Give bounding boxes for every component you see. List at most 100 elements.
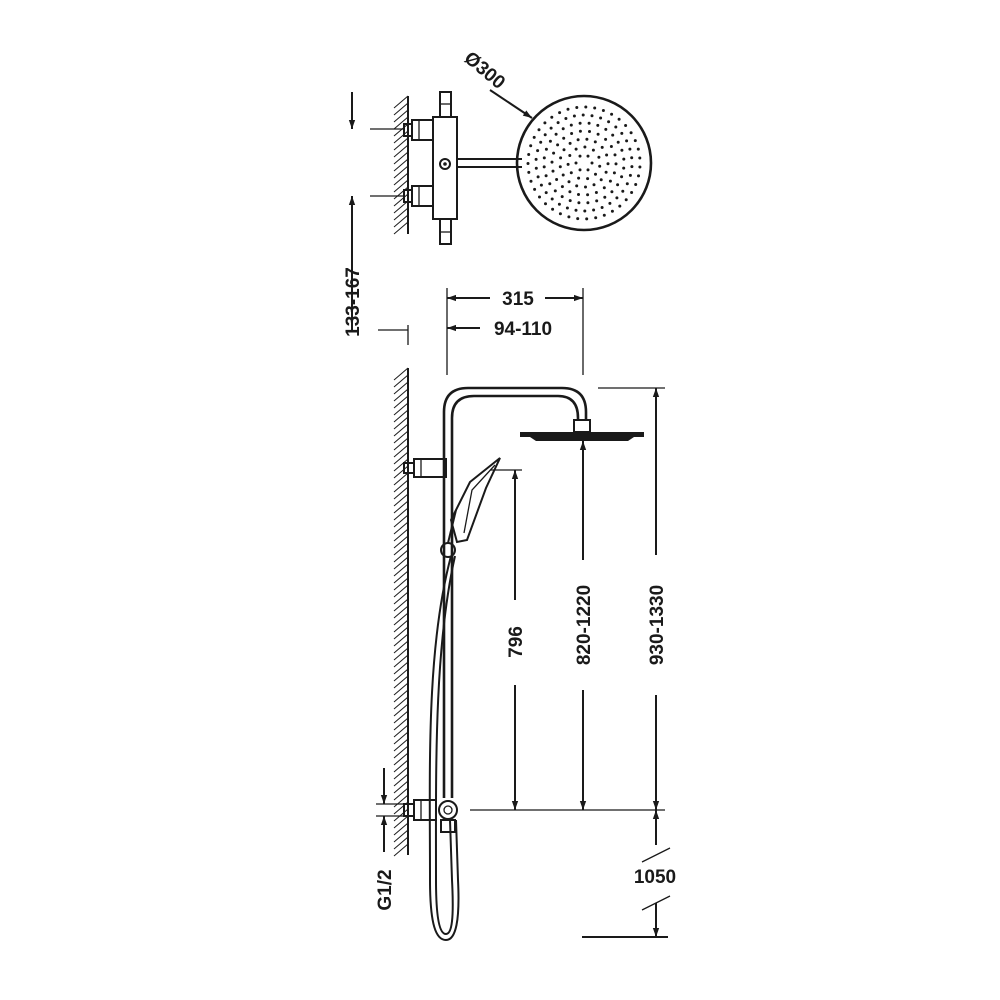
head-shower-top-view <box>515 94 653 232</box>
wall-hatch-line <box>393 165 409 179</box>
nozzle-dot <box>527 153 531 156</box>
nozzle-dot <box>560 185 564 189</box>
nozzle-dot <box>634 183 638 186</box>
nozzle-dot <box>560 195 564 199</box>
nozzle-dot <box>577 193 580 196</box>
nozzle-dot <box>533 187 537 191</box>
nozzle-dot <box>590 114 594 118</box>
nozzle-dot <box>581 113 585 117</box>
nozzle-dot <box>562 136 566 140</box>
wall-hatch-line <box>393 647 409 661</box>
nozzle-dot <box>622 166 626 170</box>
nozzle-dot <box>599 116 603 120</box>
nozzle-dot <box>527 170 531 174</box>
wall-hatch-line <box>393 570 409 584</box>
nozzle-dot <box>544 191 548 195</box>
wall-hatch-line <box>393 214 409 228</box>
wall-hatch-line <box>393 815 409 829</box>
nozzle-dot <box>542 165 546 169</box>
nozzle-dot <box>559 156 563 160</box>
nozzle-dot <box>598 164 602 168</box>
wall-hatch-line <box>393 423 409 437</box>
wall-hatch-line <box>393 843 409 857</box>
arm-reach-dimension: 315 94-110 <box>446 288 584 375</box>
nozzle-dot <box>574 208 578 212</box>
nozzle-dot <box>583 209 587 213</box>
nozzle-dot <box>608 179 612 183</box>
wall-hatch-line <box>393 514 409 528</box>
nozzle-dot <box>594 216 598 220</box>
head-diameter-dimension: Ø300 <box>460 48 533 119</box>
arm-reach-label: 315 <box>502 289 534 310</box>
nozzle-dot <box>567 215 571 219</box>
wall-hatch-line <box>393 95 409 109</box>
wall-hatch-line <box>393 710 409 724</box>
wall-hatch-line <box>393 668 409 682</box>
nozzle-dot <box>630 191 634 194</box>
nozzle-dot <box>549 126 553 130</box>
nozzle-dot <box>628 173 632 177</box>
wall-hatch-line <box>393 654 409 668</box>
wall-hatch-line <box>393 381 409 395</box>
connection-thread-dimension: G1/2 <box>375 768 412 911</box>
nozzle-dot <box>568 190 572 194</box>
nozzle-dot <box>558 111 562 115</box>
wall-hatch-line <box>393 179 409 193</box>
nozzle-dot <box>636 147 640 151</box>
wall-hatch-line <box>393 109 409 123</box>
nozzle-dot <box>622 157 626 161</box>
thermostatic-mixer-top-view <box>403 91 458 245</box>
arm-reach-adjust-label: 94-110 <box>494 319 552 340</box>
nozzle-dot <box>604 137 608 141</box>
nozzle-dot <box>544 174 548 178</box>
nozzle-dot <box>585 217 589 221</box>
nozzle-dot <box>594 191 598 194</box>
head-diameter-label: Ø300 <box>460 48 509 94</box>
nozzle-dot <box>604 127 608 131</box>
wall-hatch-line <box>393 612 409 626</box>
nozzle-dot <box>526 162 530 165</box>
wall-hatch-line <box>393 458 409 472</box>
wall-hatch-line <box>393 738 409 752</box>
nozzle-dot <box>585 137 589 141</box>
wall-hatch-line <box>393 207 409 221</box>
nozzle-dot <box>629 131 633 135</box>
wall-hatch-line <box>393 507 409 521</box>
nozzle-dot <box>539 183 543 187</box>
nozzle-dot <box>566 162 570 166</box>
wall-hatch-line <box>393 193 409 207</box>
wall-hatch-line <box>393 430 409 444</box>
nozzle-dot <box>624 198 628 202</box>
nozzle-dot <box>612 171 616 175</box>
nozzle-dot <box>554 132 558 136</box>
hand-shower-height-dimension: 796 <box>490 469 527 810</box>
nozzle-dot <box>586 154 590 158</box>
top-view: Ø300 133-167 <box>343 48 653 337</box>
nozzle-dot <box>557 202 561 206</box>
wall-offset-dimension: 133-167 <box>343 92 405 337</box>
nozzle-dot <box>599 178 603 182</box>
wall-hatch-line <box>393 822 409 836</box>
nozzle-dot <box>555 178 559 181</box>
wall-hatch-line <box>393 591 409 605</box>
nozzle-dot <box>576 217 580 221</box>
wall-hatch-line <box>393 493 409 507</box>
nozzle-dot <box>543 133 547 137</box>
wall-hatch-line <box>393 759 409 773</box>
nozzle-dot <box>597 155 601 159</box>
wall-hatch-line <box>393 661 409 675</box>
nozzle-dot <box>620 148 624 152</box>
wall-hatch-line <box>393 102 409 116</box>
nozzle-dot <box>625 182 629 186</box>
nozzle-dot <box>536 149 540 153</box>
wall-hatch-line <box>393 794 409 808</box>
nozzle-dot <box>617 117 621 121</box>
nozzle-dot <box>568 154 572 157</box>
wall-hatch-line <box>393 116 409 130</box>
wall-hatch-line <box>393 619 409 633</box>
nozzle-dot <box>561 127 565 131</box>
nozzle-dot <box>614 162 618 166</box>
head-height-label: 820-1220 <box>574 585 595 665</box>
nozzle-dot <box>586 193 590 197</box>
